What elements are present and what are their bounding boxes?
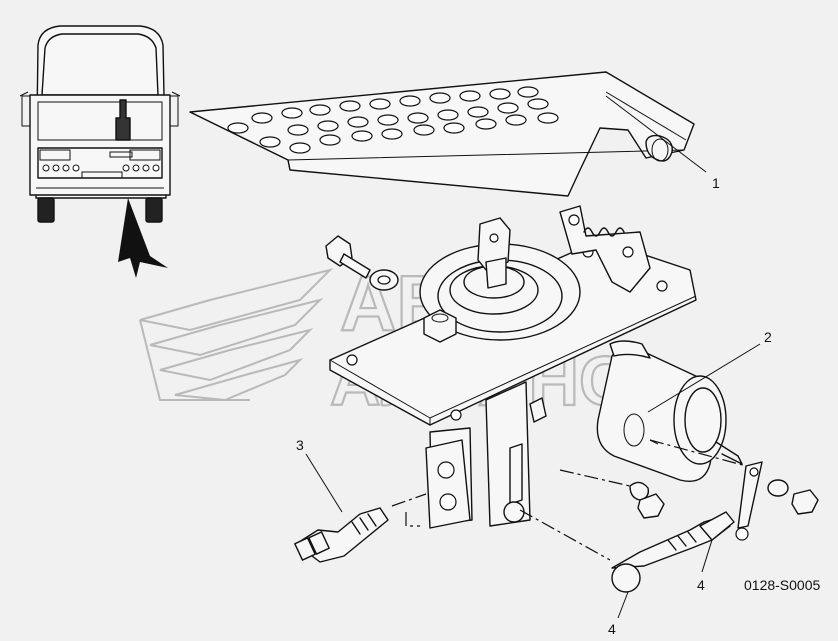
callout-4b: 4: [608, 621, 616, 637]
drawing-code: 0128-S0005: [744, 577, 821, 593]
location-arrow: [118, 198, 168, 278]
pedal-grip-holes: [227, 86, 559, 154]
pedal-plate: [189, 71, 695, 197]
callout-4a: 4: [697, 577, 705, 593]
callout-1: 1: [712, 175, 720, 191]
watermark-logo: [139, 268, 334, 402]
assembly-centerlines: [391, 439, 747, 561]
callout-leaders: [305, 95, 761, 619]
mounting-bolt: [325, 235, 399, 291]
pedal-base-assembly: [329, 205, 697, 529]
actuator-cylinder: [596, 340, 743, 482]
linkage-parts: [611, 461, 819, 593]
callout-2: 2: [764, 329, 772, 345]
bus-front-view: [19, 25, 181, 223]
callout-3: 3: [296, 437, 304, 453]
pedal-sensor: [294, 507, 389, 563]
